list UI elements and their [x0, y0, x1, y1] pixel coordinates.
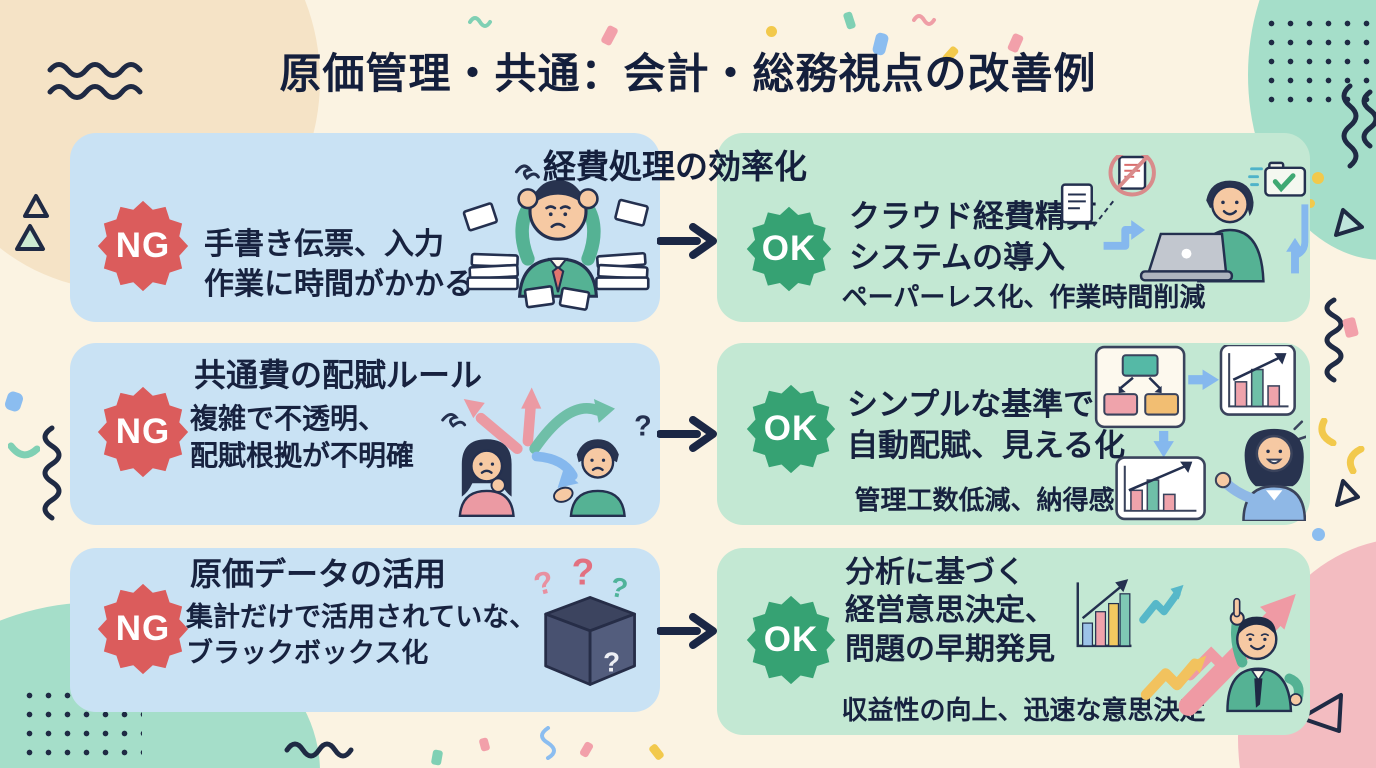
confetti-icon [540, 726, 556, 760]
confetti-icon [478, 737, 491, 752]
squiggle-icon [1324, 297, 1344, 383]
page-title: 原価管理・共通：会計・総務視点の改善例 [279, 50, 1097, 97]
growth-chart-businessman-illustration [1076, 579, 1304, 716]
ok-badge-label: OK [763, 409, 819, 448]
confused-people-arrows-illustration: ? [441, 387, 652, 518]
ng-card-row1: NG 手書き伝票、入力 作業に時間がかかる [70, 133, 660, 322]
allocation-flowchart-presenter-illustration [1094, 345, 1306, 521]
ng-heading-row2: 共通費の配賦ルール [194, 357, 483, 393]
svg-text:?: ? [530, 564, 557, 603]
section-header: 経費処理の効率化 [543, 148, 807, 185]
ok-text-row3: 分析に基づく 経営意思決定、 問題の早期発見 [845, 556, 1055, 666]
ng-text-row1: 手書き伝票、入力 作業に時間がかかる [204, 228, 474, 301]
confetti-icon [468, 16, 492, 28]
confetti-icon [578, 740, 595, 759]
ng-badge-label: NG [115, 609, 171, 648]
ng-badge: NG [96, 385, 190, 479]
ng-text-row3: 集計だけで活用されていな、 ブラックボックス化 [186, 602, 537, 668]
ok-subtext-row1: ペーパーレス化、作業時間削減 [841, 282, 1206, 312]
ok-card-row2: OK シンプルな基準で 自動配賦、見える化 管理工数低減、納得感の向上 [717, 343, 1310, 525]
ng-card-row2: NG 共通費の配賦ルール 複雑で不透明、 配賦根拠が不明確 ? [70, 343, 660, 525]
ok-card-row1: OK クラウド経費精算 システムの導入 ペーパーレス化、作業時間削減 [717, 133, 1310, 322]
confetti-icon [1312, 528, 1325, 541]
ok-badge: OK [745, 205, 833, 293]
ng-badge-label: NG [115, 226, 171, 265]
confetti-icon [1312, 172, 1324, 184]
ng-text-row2: 複雑で不透明、 配賦根拠が不明確 [190, 403, 415, 471]
ok-subtext-row3: 収益性の向上、迅速な意思決定 [841, 695, 1206, 725]
ok-badge-label: OK [763, 620, 819, 659]
triangle-icon [15, 224, 45, 251]
ng-to-ok-arrow-icon [657, 223, 717, 259]
confetti-icon [912, 14, 936, 26]
wavy-lines-icon [47, 62, 143, 100]
svg-text:?: ? [572, 550, 595, 592]
ng-heading-row3: 原価データの活用 [190, 556, 447, 592]
dot-grid-icon [1262, 14, 1372, 106]
triangle-icon [1335, 479, 1360, 507]
confetti-icon [842, 11, 857, 30]
confetti-icon [8, 442, 40, 459]
cloud-expense-system-illustration [1060, 155, 1309, 283]
confetti-icon [766, 26, 777, 37]
svg-text:?: ? [634, 410, 652, 442]
ng-badge-label: NG [115, 412, 171, 451]
svg-text:?: ? [603, 647, 620, 678]
wavy-line-icon [284, 741, 354, 759]
confetti-icon [1346, 446, 1365, 474]
triangle-icon [1299, 693, 1343, 733]
ng-badge: NG [96, 199, 190, 293]
ok-text-row2: シンプルな基準で 自動配賦、見える化 [847, 387, 1126, 463]
ok-badge: OK [745, 594, 837, 686]
ok-card-row3: OK 分析に基づく 経営意思決定、 問題の早期発見 収益性の向上、迅速な意思決定 [717, 548, 1310, 735]
ng-badge: NG [96, 582, 190, 676]
confetti-icon [430, 749, 444, 766]
ng-to-ok-arrow-icon [657, 613, 717, 649]
ok-text-row1: クラウド経費精算 システムの導入 [849, 199, 1097, 275]
confetti-icon [1306, 199, 1315, 208]
confetti-icon [1318, 418, 1337, 446]
triangle-icon [23, 194, 49, 218]
stressed-worker-illustration [462, 164, 650, 311]
triangle-icon [1334, 208, 1364, 237]
svg-text:?: ? [608, 571, 631, 605]
ok-badge-label: OK [761, 229, 817, 268]
ng-to-ok-arrow-icon [657, 416, 717, 452]
squiggle-icon [1341, 83, 1376, 169]
confetti-icon [3, 389, 25, 414]
ok-badge: OK [745, 383, 837, 475]
black-box-question-marks-illustration: ? ? ? ? [530, 550, 636, 686]
confetti-icon [648, 742, 665, 762]
ng-card-row3: NG 原価データの活用 集計だけで活用されていな、 ブラックボックス化 ? ? … [70, 548, 660, 712]
squiggle-icon [42, 425, 62, 521]
